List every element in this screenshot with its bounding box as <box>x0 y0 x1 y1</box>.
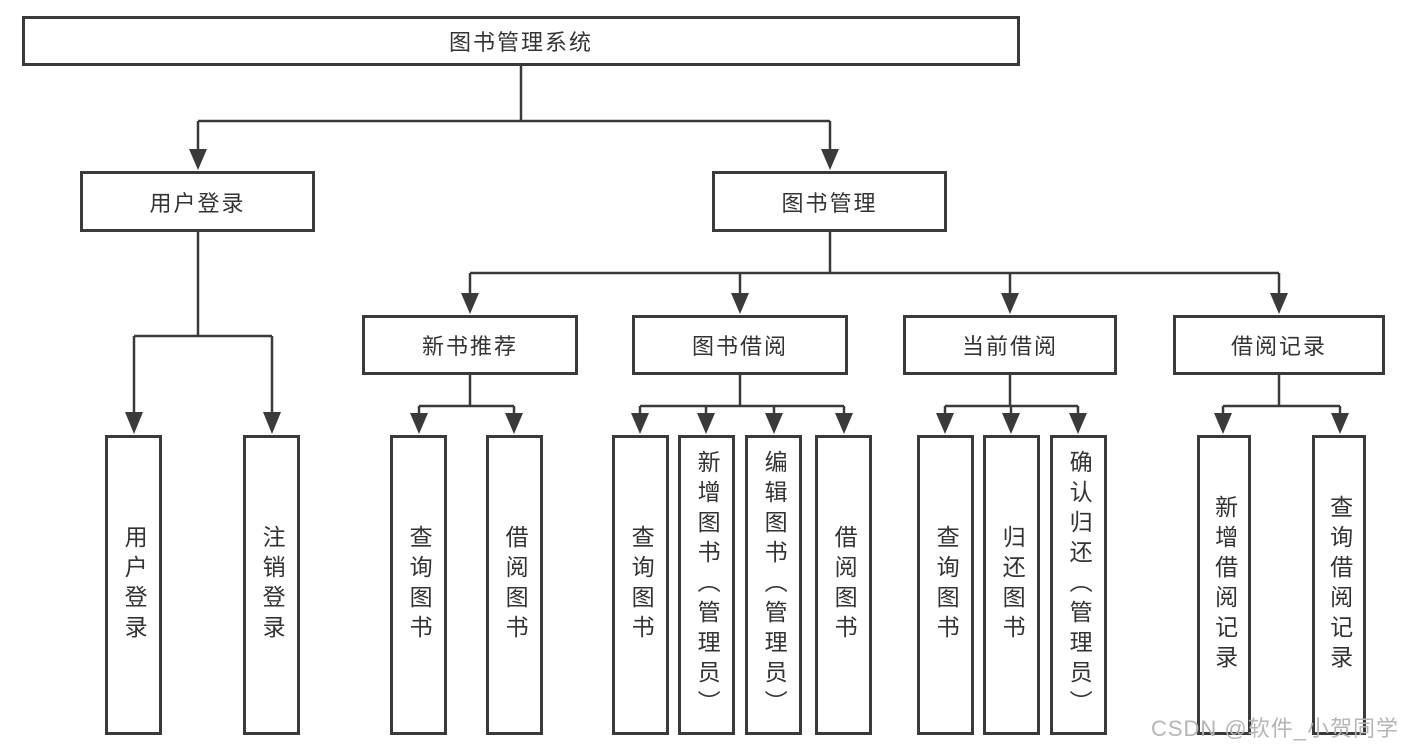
leaf-edit-book-admin: 编辑图书（管理员） <box>745 435 802 735</box>
leaf-borrow-book-borrow-label: 借阅图书 <box>831 525 858 645</box>
node-root: 图书管理系统 <box>22 16 1020 66</box>
leaf-query-book-borrow-label: 查询图书 <box>628 525 655 645</box>
leaf-return-book-label: 归还图书 <box>999 525 1026 645</box>
arrowhead-down-icon <box>821 149 839 170</box>
node-root-label: 图书管理系统 <box>448 30 593 55</box>
arrowhead-down-icon <box>1214 413 1232 434</box>
arrowhead-down-icon <box>765 413 783 434</box>
node-user-login: 用户登录 <box>80 171 315 232</box>
arrowhead-down-icon <box>835 413 853 434</box>
leaf-query-book-current-label: 查询图书 <box>933 525 960 645</box>
leaf-query-borrow-record: 查询借阅记录 <box>1312 435 1366 735</box>
arrowhead-down-icon <box>1270 293 1288 314</box>
connector-current-borrow-to-leaves <box>936 375 1087 434</box>
leaf-logout-login: 注销登录 <box>243 435 300 735</box>
node-book-mgmt: 图书管理 <box>712 171 947 232</box>
connector-book-mgmt-to-level2 <box>461 232 1288 314</box>
node-book-borrow-label: 图书借阅 <box>691 334 788 359</box>
leaf-borrow-book-rec: 借阅图书 <box>486 435 543 735</box>
connector-book-borrow-to-leaves <box>631 375 853 434</box>
leaf-logout-login-label: 注销登录 <box>259 525 286 645</box>
node-new-book-rec-label: 新书推荐 <box>421 334 518 359</box>
leaf-user-login-label: 用户登录 <box>121 525 148 645</box>
node-book-mgmt-label: 图书管理 <box>781 190 878 216</box>
node-book-borrow: 图书借阅 <box>632 315 848 375</box>
leaf-add-borrow-record-label: 新增借阅记录 <box>1211 495 1238 675</box>
arrowhead-down-icon <box>1331 413 1349 434</box>
connector-root-to-level1 <box>189 66 839 170</box>
leaf-query-book-borrow: 查询图书 <box>612 435 669 735</box>
leaf-query-borrow-record-label: 查询借阅记录 <box>1326 495 1353 675</box>
node-borrow-records-label: 借阅记录 <box>1230 334 1327 359</box>
arrowhead-down-icon <box>697 413 715 434</box>
arrowhead-down-icon <box>731 293 749 314</box>
node-current-borrow-label: 当前借阅 <box>961 334 1058 359</box>
arrowhead-down-icon <box>461 293 479 314</box>
arrowhead-down-icon <box>125 412 143 434</box>
leaf-confirm-return-admin-label: 确认归还（管理员） <box>1066 450 1093 720</box>
node-user-login-label: 用户登录 <box>149 190 246 216</box>
leaf-add-book-admin: 新增图书（管理员） <box>678 435 735 735</box>
leaf-confirm-return-admin: 确认归还（管理员） <box>1050 435 1107 735</box>
arrowhead-down-icon <box>1001 293 1019 314</box>
arrowhead-down-icon <box>1069 413 1087 434</box>
leaf-user-login: 用户登录 <box>105 435 162 735</box>
node-current-borrow: 当前借阅 <box>903 315 1117 375</box>
arrowhead-down-icon <box>936 413 954 434</box>
leaf-query-book-current: 查询图书 <box>917 435 974 735</box>
leaf-add-borrow-record: 新增借阅记录 <box>1197 435 1251 735</box>
leaf-borrow-book-borrow: 借阅图书 <box>815 435 872 735</box>
connector-borrow-records-to-leaves <box>1214 375 1349 434</box>
connector-user-login-to-leaves <box>125 232 281 434</box>
arrowhead-down-icon <box>505 413 523 434</box>
arrowhead-down-icon <box>189 149 207 170</box>
node-borrow-records: 借阅记录 <box>1173 315 1385 375</box>
arrowhead-down-icon <box>1002 413 1020 434</box>
arrowhead-down-icon <box>410 413 428 434</box>
watermark-text: CSDN @软件_小贺同学 <box>1150 716 1399 741</box>
node-new-book-rec: 新书推荐 <box>362 315 578 375</box>
leaf-query-book-rec-label: 查询图书 <box>406 525 433 645</box>
leaf-borrow-book-rec-label: 借阅图书 <box>502 525 529 645</box>
arrowhead-down-icon <box>631 413 649 434</box>
leaf-add-book-admin-label: 新增图书（管理员） <box>694 450 721 720</box>
connector-new-book-rec-to-leaves <box>410 375 523 434</box>
leaf-edit-book-admin-label: 编辑图书（管理员） <box>761 450 788 720</box>
leaf-return-book: 归还图书 <box>983 435 1040 735</box>
leaf-query-book-rec: 查询图书 <box>390 435 447 735</box>
arrowhead-down-icon <box>263 412 281 434</box>
